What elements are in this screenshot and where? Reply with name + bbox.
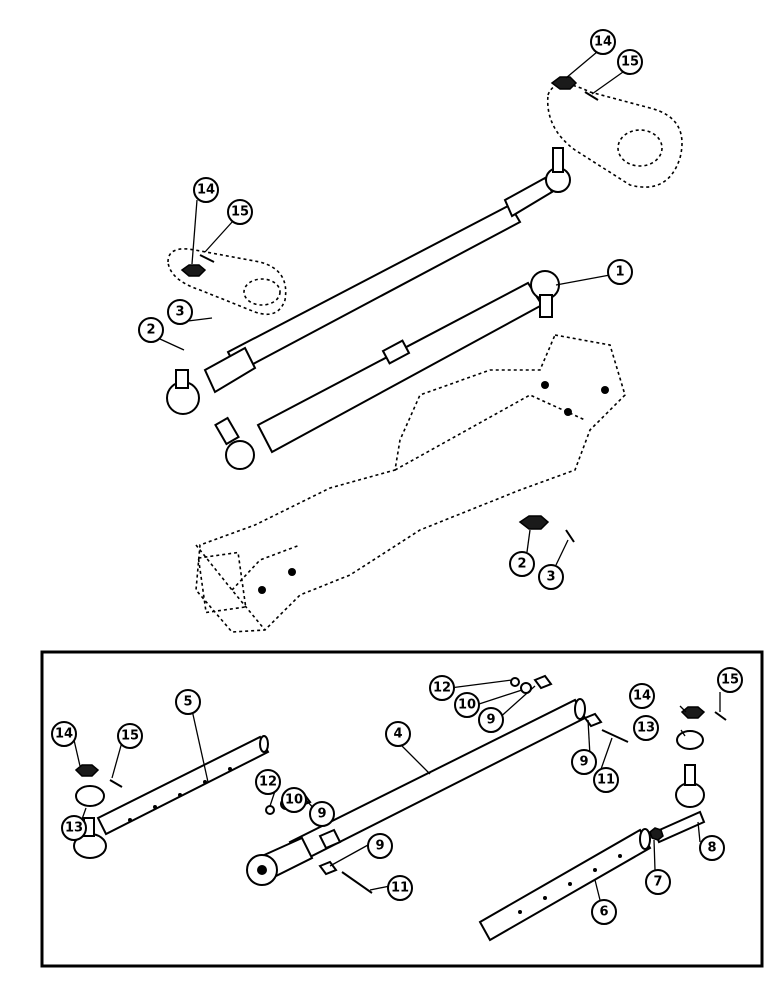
tie-rod-end-8 — [649, 764, 706, 844]
callout-2-upper: 2 — [138, 317, 164, 343]
svg-text:15: 15 — [121, 729, 139, 744]
svg-text:14: 14 — [197, 183, 215, 198]
callout-15-inset-left: 15 — [117, 723, 143, 749]
tie-rod-tube-4 — [246, 698, 587, 886]
svg-text:4: 4 — [393, 727, 402, 742]
callout-13-inset-left: 13 — [61, 815, 87, 841]
callout-3-lower: 3 — [538, 564, 564, 590]
nut-and-pin-left — [180, 254, 215, 277]
steering-cylinder — [214, 270, 560, 470]
axle-bracket — [195, 334, 626, 633]
steering-arm-right — [546, 83, 683, 188]
callout-11-right: 11 — [593, 767, 619, 793]
svg-text:11: 11 — [597, 773, 615, 788]
svg-text:15: 15 — [231, 205, 249, 220]
svg-text:15: 15 — [721, 673, 739, 688]
callout-6: 6 — [591, 899, 617, 925]
callout-14-upper-right: 14 — [590, 29, 616, 55]
svg-text:14: 14 — [594, 35, 612, 50]
upper-leader-lines — [159, 51, 624, 566]
boot-and-nut-left — [74, 764, 123, 807]
tie-rod-tube-5 — [73, 735, 270, 859]
callout-1: 1 — [607, 259, 633, 285]
callout-15-inset-right: 15 — [717, 667, 743, 693]
callout-4: 4 — [385, 721, 411, 747]
svg-text:14: 14 — [633, 689, 651, 704]
svg-text:9: 9 — [579, 755, 588, 770]
svg-text:7: 7 — [653, 875, 662, 890]
svg-text:9: 9 — [375, 839, 384, 854]
svg-text:13: 13 — [637, 721, 655, 736]
svg-text:10: 10 — [285, 793, 303, 808]
callout-7: 7 — [645, 869, 671, 895]
callout-5: 5 — [175, 689, 201, 715]
callout-11-lower: 11 — [387, 875, 413, 901]
steering-arm-left — [167, 248, 287, 316]
svg-text:6: 6 — [599, 905, 608, 920]
callout-14-upper-left: 14 — [193, 177, 219, 203]
svg-text:5: 5 — [183, 695, 192, 710]
callout-14-inset-left: 14 — [51, 721, 77, 747]
callout-9-lower: 9 — [367, 833, 393, 859]
callout-13-inset-right: 13 — [633, 715, 659, 741]
svg-text:14: 14 — [55, 727, 73, 742]
svg-text:9: 9 — [486, 713, 495, 728]
svg-text:15: 15 — [621, 55, 639, 70]
tie-rod-tube-6 — [478, 828, 652, 942]
hardware-upper-right — [510, 674, 629, 743]
inset-assembly: 12 10 9 14 15 5 4 9 — [40, 650, 764, 968]
svg-text:8: 8 — [707, 841, 716, 856]
svg-text:12: 12 — [259, 775, 277, 790]
svg-text:2: 2 — [146, 323, 155, 338]
svg-text:2: 2 — [517, 557, 526, 572]
svg-text:1: 1 — [615, 265, 624, 280]
svg-text:12: 12 — [433, 681, 451, 696]
svg-text:13: 13 — [65, 821, 83, 836]
callout-9-right: 9 — [571, 749, 597, 775]
svg-text:9: 9 — [317, 807, 326, 822]
nut-and-pin-lower — [518, 515, 575, 543]
upper-assembly: 14 15 14 15 1 3 2 2 — [138, 29, 683, 633]
svg-text:3: 3 — [175, 305, 184, 320]
svg-text:10: 10 — [458, 698, 476, 713]
callout-14-inset-right: 14 — [629, 683, 655, 709]
callout-8: 8 — [699, 835, 725, 861]
callout-10-upper: 10 — [454, 692, 480, 718]
svg-text:3: 3 — [546, 570, 555, 585]
callout-15-upper-right: 15 — [617, 49, 643, 75]
svg-text:11: 11 — [391, 881, 409, 896]
nut-and-pin-top-right — [550, 76, 599, 101]
callout-12-middle: 12 — [255, 769, 281, 795]
callout-2-lower: 2 — [509, 551, 535, 577]
boot-and-nut-right — [676, 706, 727, 750]
callout-10-middle: 10 — [281, 787, 307, 813]
callout-15-upper-left: 15 — [227, 199, 253, 225]
callout-9-middle: 9 — [309, 801, 335, 827]
callout-3-upper: 3 — [167, 299, 193, 325]
callout-9-upper: 9 — [478, 707, 504, 733]
tie-rod-tube-upper — [166, 147, 571, 415]
callout-12-upper: 12 — [429, 675, 455, 701]
inset-frame — [40, 650, 764, 968]
